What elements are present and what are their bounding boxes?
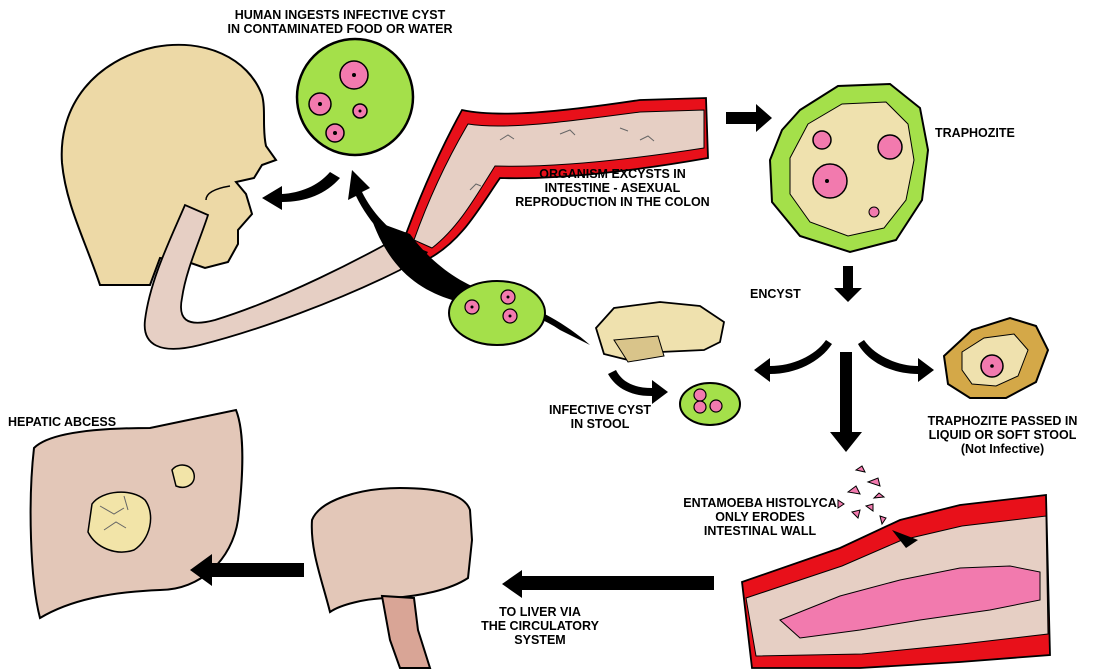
infective-cyst-label-line: IN STOOL (535, 417, 665, 431)
abscess-label: HEPATIC ABCESS (8, 415, 116, 429)
erodes-label-line: INTESTINAL WALL (680, 524, 840, 538)
infective-cyst-label-line: INFECTIVE CYST (535, 403, 665, 417)
excyst-label-line: REPRODUCTION IN THE COLON (500, 195, 725, 209)
ingest-label-line: HUMAN INGESTS INFECTIVE CYST (195, 8, 485, 22)
abscess-liver (31, 410, 243, 618)
erodes-label-line: ONLY ERODES (680, 510, 840, 524)
ingest-label: HUMAN INGESTS INFECTIVE CYST IN CONTAMIN… (195, 8, 485, 36)
erodes-label-line: ENTAMOEBA HISTOLYCA (680, 496, 840, 510)
infective-cyst-label: INFECTIVE CYST IN STOOL (535, 403, 665, 431)
ingested-cyst (297, 39, 413, 155)
passed-label-line: (Not Infective) (920, 442, 1085, 456)
passed-label-line: TRAPHOZITE PASSED IN (920, 414, 1085, 428)
trophozoite-label: TRAPHOZITE (935, 126, 1015, 140)
passed-trophozoite (944, 318, 1048, 398)
encyst-label: ENCYST (750, 287, 801, 301)
liver-route-label-line: THE CIRCULATORY (470, 619, 610, 633)
liver-route-label-line: SYSTEM (470, 633, 610, 647)
liver-route-label: TO LIVER VIA THE CIRCULATORY SYSTEM (470, 605, 610, 647)
liver-route-label-line: TO LIVER VIA (470, 605, 610, 619)
passed-label: TRAPHOZITE PASSED IN LIQUID OR SOFT STOO… (920, 414, 1085, 456)
erodes-label: ENTAMOEBA HISTOLYCA ONLY ERODES INTESTIN… (680, 496, 840, 538)
liver (312, 488, 472, 668)
excyst-label: ORGANISM EXCYSTS IN INTESTINE - ASEXUAL … (500, 167, 725, 209)
passed-label-line: LIQUID OR SOFT STOOL (920, 428, 1085, 442)
trophozoite (770, 84, 928, 252)
ingest-label-line: IN CONTAMINATED FOOD OR WATER (195, 22, 485, 36)
excyst-label-line: INTESTINE - ASEXUAL (500, 181, 725, 195)
excyst-label-line: ORGANISM EXCYSTS IN (500, 167, 725, 181)
